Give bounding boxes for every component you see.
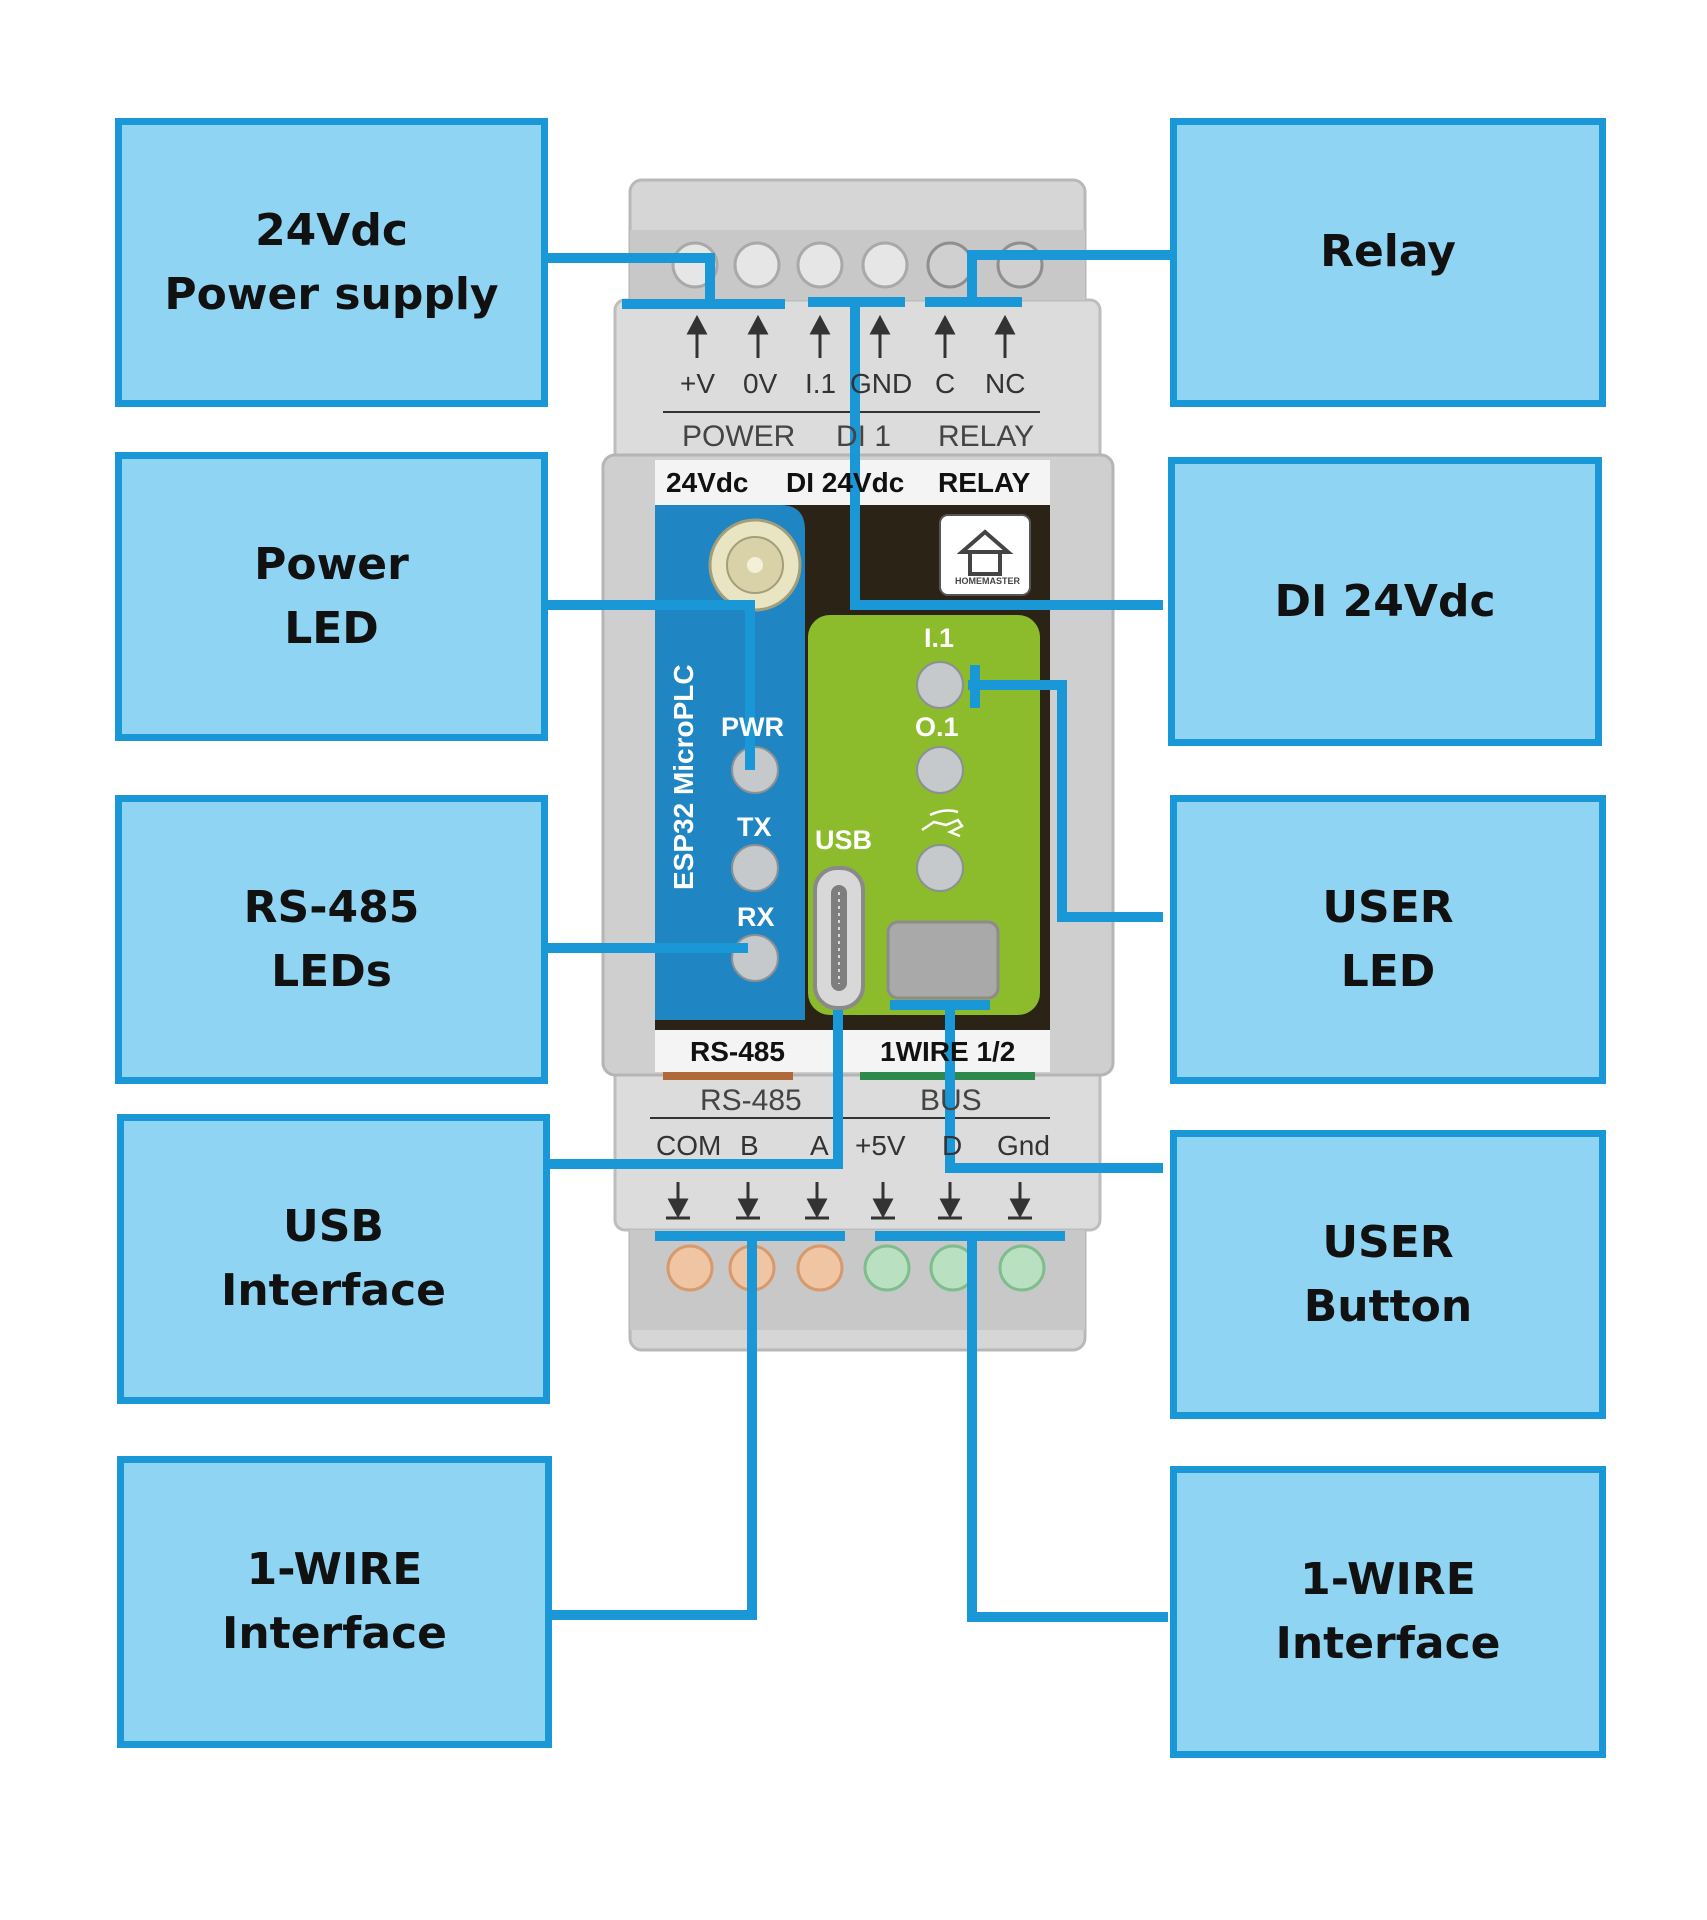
callout-onewire-left: 1-WIRE Interface <box>117 1456 552 1748</box>
callout-text: 24Vdc <box>255 204 408 256</box>
group-label-rs485: RS-485 <box>700 1084 802 1117</box>
callout-text: USER <box>1322 1216 1454 1268</box>
callout-text: USB <box>283 1201 384 1252</box>
callout-relay: Relay <box>1170 118 1606 407</box>
strip-label-relay: RELAY <box>938 467 1031 498</box>
callout-onewire-right: 1-WIRE Interface <box>1170 1466 1606 1758</box>
homemaster-logo <box>939 514 1031 596</box>
terminal-screw <box>666 1244 714 1292</box>
led-label-rx: RX <box>737 902 775 932</box>
callout-text: Relay <box>1320 226 1456 277</box>
callout-text: LEDs <box>271 945 392 997</box>
terminal-screw <box>733 241 781 289</box>
callout-text: Power <box>254 538 409 590</box>
rs485-color-bar <box>663 1072 793 1080</box>
terminal-label-gnd: GND <box>850 368 913 399</box>
output-led-o1 <box>916 746 964 794</box>
usb-label: USB <box>815 825 873 855</box>
terminal-label-i1: I.1 <box>805 368 837 399</box>
terminal-screw <box>796 1244 844 1292</box>
strip-label-di-24vdc: DI 24Vdc <box>786 467 905 498</box>
strip-label-rs485: RS-485 <box>690 1036 785 1067</box>
terminal-label-com: COM <box>656 1130 722 1161</box>
leader-relay <box>967 250 1180 302</box>
user-button <box>886 920 1000 1000</box>
strip-label-24vdc: 24Vdc <box>666 467 749 498</box>
callout-text: 1-WIRE <box>246 1544 423 1595</box>
callout-user-button: USER Button <box>1170 1130 1606 1419</box>
callout-text: USER <box>1322 881 1454 933</box>
callout-user-led: USER LED <box>1170 795 1606 1084</box>
callout-text: Interface <box>1275 1618 1501 1669</box>
callout-power-supply: 24Vdc Power supply <box>115 118 548 407</box>
callout-text: Interface <box>220 1265 447 1316</box>
terminal-label-plus-5v: +5V <box>855 1130 906 1161</box>
terminal-label-a: A <box>810 1130 829 1161</box>
terminal-label-d: D <box>942 1130 963 1161</box>
esp32-board <box>655 505 805 1020</box>
leader-power-led <box>548 600 755 770</box>
group-label-bus: BUS <box>920 1084 982 1117</box>
terminal-screw <box>796 241 844 289</box>
callout-text: DI 24Vdc <box>1274 575 1496 627</box>
terminal-screw <box>926 241 974 289</box>
callout-text: LED <box>1340 945 1436 997</box>
leader-power-supply <box>548 253 715 304</box>
strip-label-1wire: 1WIRE 1/2 <box>880 1036 1016 1067</box>
antenna-connector <box>708 518 802 612</box>
callout-usb: USB Interface <box>117 1114 550 1404</box>
terminal-label-plus-v: +V <box>680 368 716 399</box>
callout-text: 1-WIRE <box>1300 1554 1476 1605</box>
group-label-power: POWER <box>682 420 796 453</box>
terminal-screw <box>863 1244 911 1292</box>
rx-led <box>731 934 779 982</box>
terminal-label-0v: 0V <box>743 368 778 399</box>
terminal-label-c: C <box>935 368 956 399</box>
leader-lines <box>548 250 1180 1622</box>
leader-user-led <box>968 680 1163 922</box>
led-label-tx: TX <box>737 812 772 842</box>
brand-label: HOMEMASTER <box>955 576 1020 586</box>
terminal-screw <box>998 1244 1046 1292</box>
leader-usb <box>548 1010 843 1169</box>
terminal-screw <box>861 241 909 289</box>
callout-power-led: Power LED <box>115 452 548 741</box>
leader-di <box>850 302 1163 610</box>
top-terminal-arrows <box>686 314 1016 358</box>
callout-text: LED <box>284 602 379 654</box>
user-led <box>916 844 964 892</box>
callout-rs485-leds: RS-485 LEDs <box>115 795 548 1084</box>
group-label-di: DI 1 <box>836 420 892 453</box>
bottom-screw-terminals <box>666 1244 1046 1292</box>
hand-touch-icon <box>921 809 964 838</box>
terminal-label-b: B <box>740 1130 759 1161</box>
callout-text: Interface <box>221 1608 448 1659</box>
callout-text: Power supply <box>164 268 499 320</box>
leader-onewire-right <box>967 1236 1168 1622</box>
leader-onewire-left <box>548 1236 757 1620</box>
callout-di: DI 24Vdc <box>1168 457 1602 746</box>
io-board <box>808 615 1040 1015</box>
led-label-pwr: PWR <box>721 712 784 742</box>
group-label-relay: RELAY <box>938 420 1035 453</box>
led-label-i1: I.1 <box>924 623 955 653</box>
bottom-terminal-arrows <box>666 1182 1032 1220</box>
led-label-o1: O.1 <box>915 712 959 742</box>
tx-led <box>731 844 779 892</box>
terminal-screw <box>996 241 1044 289</box>
input-led-i1 <box>916 661 964 709</box>
usb-c-connector <box>813 866 865 1010</box>
board-name: ESP32 MicroPLC <box>668 664 699 890</box>
bottom-label-strip <box>655 1030 1050 1072</box>
terminal-label-gnd-bus: Gnd <box>997 1130 1050 1161</box>
callout-text: RS-485 <box>243 881 420 933</box>
callout-text: Button <box>1303 1280 1473 1332</box>
terminal-label-nc: NC <box>985 368 1026 399</box>
leader-user-button <box>945 1005 1163 1173</box>
